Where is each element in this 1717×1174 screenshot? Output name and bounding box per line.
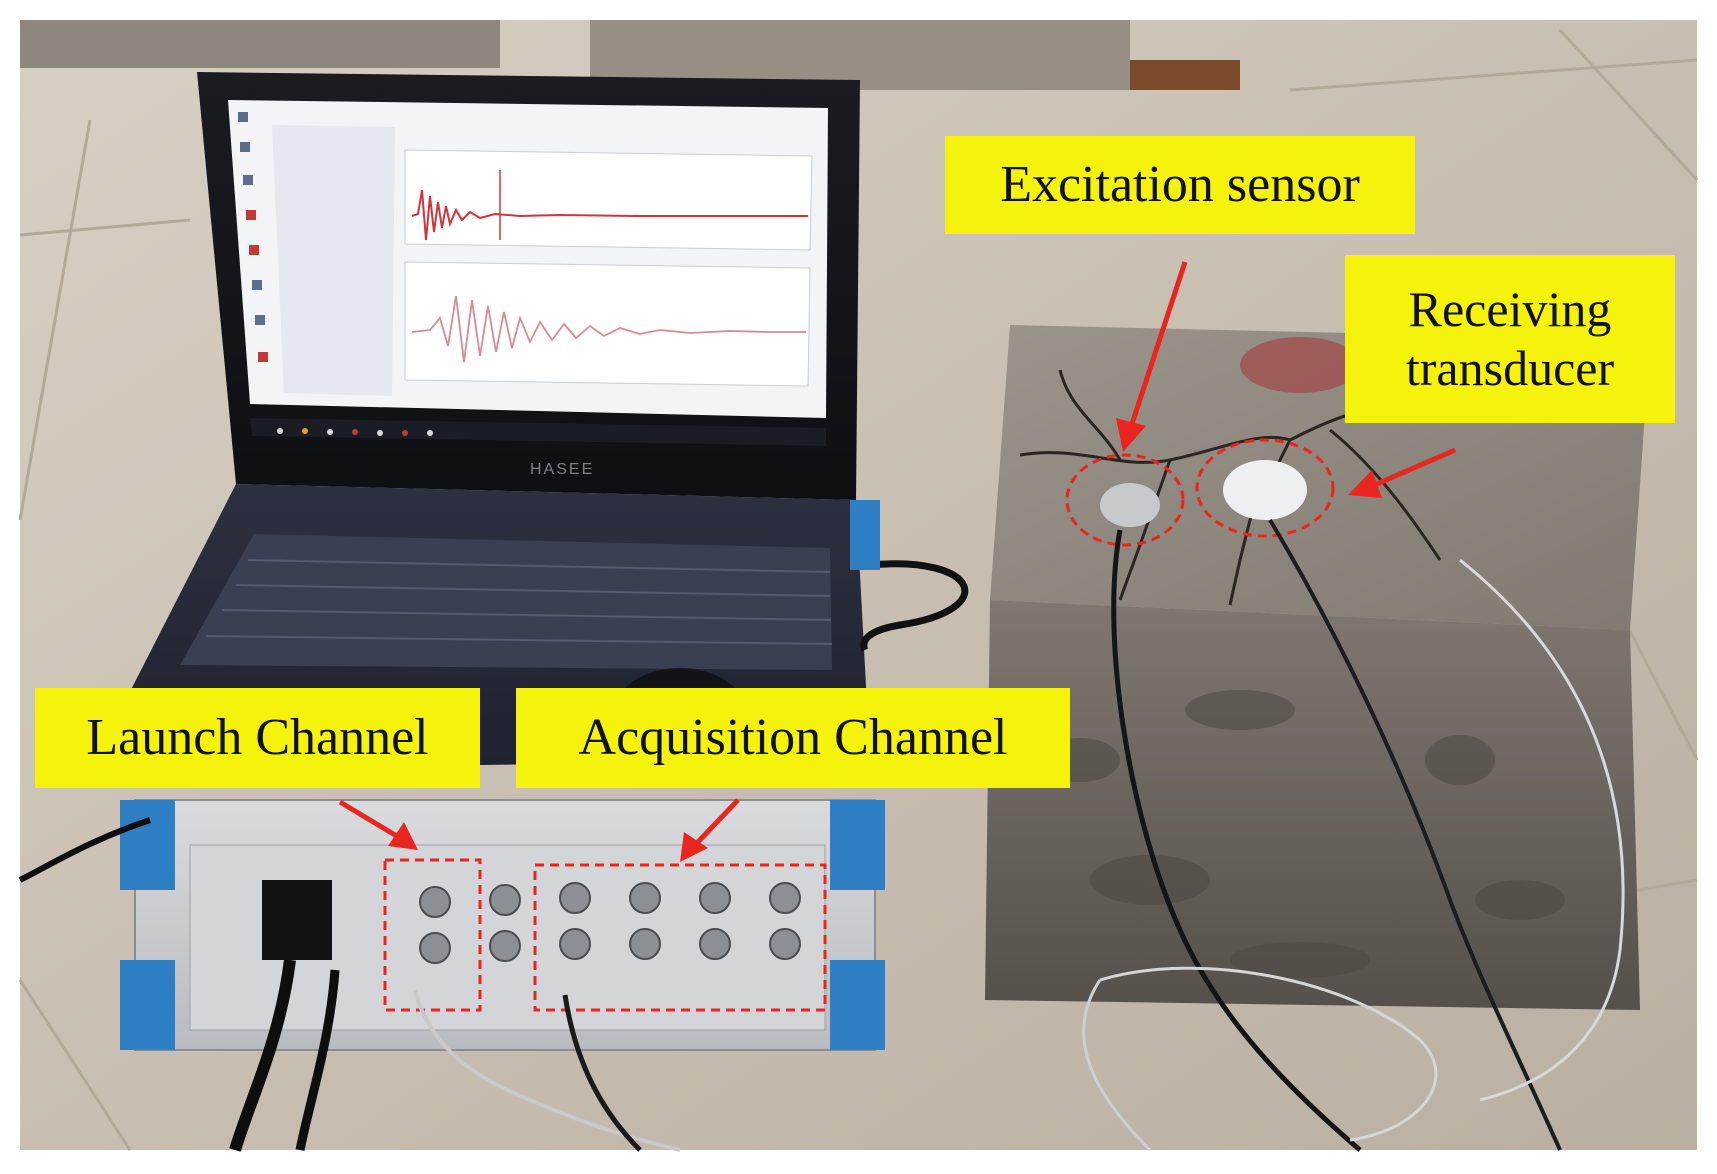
specimen-side-face: [985, 600, 1640, 1010]
power-cable: [229, 959, 296, 1152]
receiving-transducer-highlight: [1195, 438, 1335, 538]
sensor-cable: [1459, 558, 1625, 1102]
receiving-transducer: [1223, 460, 1307, 520]
acquisition-channel-highlight: [533, 863, 827, 1012]
arrow-excitation-sensor: [1127, 261, 1188, 431]
arrow-launch-channel-head: [388, 822, 418, 850]
power-socket: [262, 880, 332, 960]
background-concrete-slab: [20, 20, 500, 68]
receiving-transducer-label-line2: transducer: [1405, 340, 1615, 396]
arrow-launch-channel: [338, 799, 402, 841]
sensor-cable: [1268, 518, 1562, 1151]
excitation-sensor-highlight: [1065, 453, 1185, 547]
arrow-receiving-transducer-head: [1348, 470, 1382, 498]
excitation-sensor: [1100, 483, 1160, 527]
receiving-transducer-label: Receiving transducer: [1345, 255, 1675, 423]
launch-channel-label-text: Launch Channel: [86, 709, 429, 767]
arrow-acquisition-channel-head: [680, 832, 708, 862]
waveform-plot-bottom: [404, 261, 811, 387]
usb-cable: [860, 560, 969, 652]
taskbar: [250, 418, 826, 446]
acquisition-channel-label-text: Acquisition Channel: [578, 709, 1008, 767]
background-pallet: [1130, 60, 1240, 90]
signal-cable: [562, 994, 642, 1152]
sensor-cable: [1082, 979, 1152, 1152]
arrow-receiving-transducer: [1369, 447, 1456, 490]
app-side-panel: [272, 125, 395, 396]
keyboard-key-rows: [205, 559, 833, 645]
annotation-arrows: [338, 261, 1456, 862]
excitation-sensor-label-text: Excitation sensor: [1000, 156, 1360, 214]
acquisition-instrument: [18, 500, 885, 1152]
laptop-keyboard: [180, 534, 832, 670]
waveform-trace-received: [411, 295, 806, 363]
sensor-cable: [1099, 966, 1438, 1142]
power-cable: [18, 817, 151, 883]
acquisition-channel-label: Acquisition Channel: [516, 688, 1070, 788]
launch-channel-label: Launch Channel: [35, 688, 480, 788]
launch-channel-highlight: [383, 858, 482, 1012]
chassis-brackets: [120, 500, 885, 1050]
arrow-excitation-sensor-head: [1116, 418, 1146, 452]
sensor-cable: [1111, 529, 1362, 1152]
bnc-connectors: [419, 882, 801, 964]
paint-mark: [1240, 337, 1360, 393]
desktop-icons: [238, 112, 268, 362]
arrow-acquisition-channel: [693, 798, 740, 847]
waveform-plot-top: [404, 149, 813, 251]
laptop-brand-logo: HASEE: [530, 461, 594, 478]
surface-weathering: [1040, 690, 1565, 978]
receiving-transducer-label-line1: Receiving: [1408, 281, 1612, 337]
power-cable: [295, 969, 340, 1151]
waveform-trace-excitation: [411, 189, 808, 241]
taskbar-icons: [277, 428, 433, 436]
signal-cable: [413, 989, 681, 1152]
excitation-sensor-label: Excitation sensor: [945, 136, 1415, 234]
